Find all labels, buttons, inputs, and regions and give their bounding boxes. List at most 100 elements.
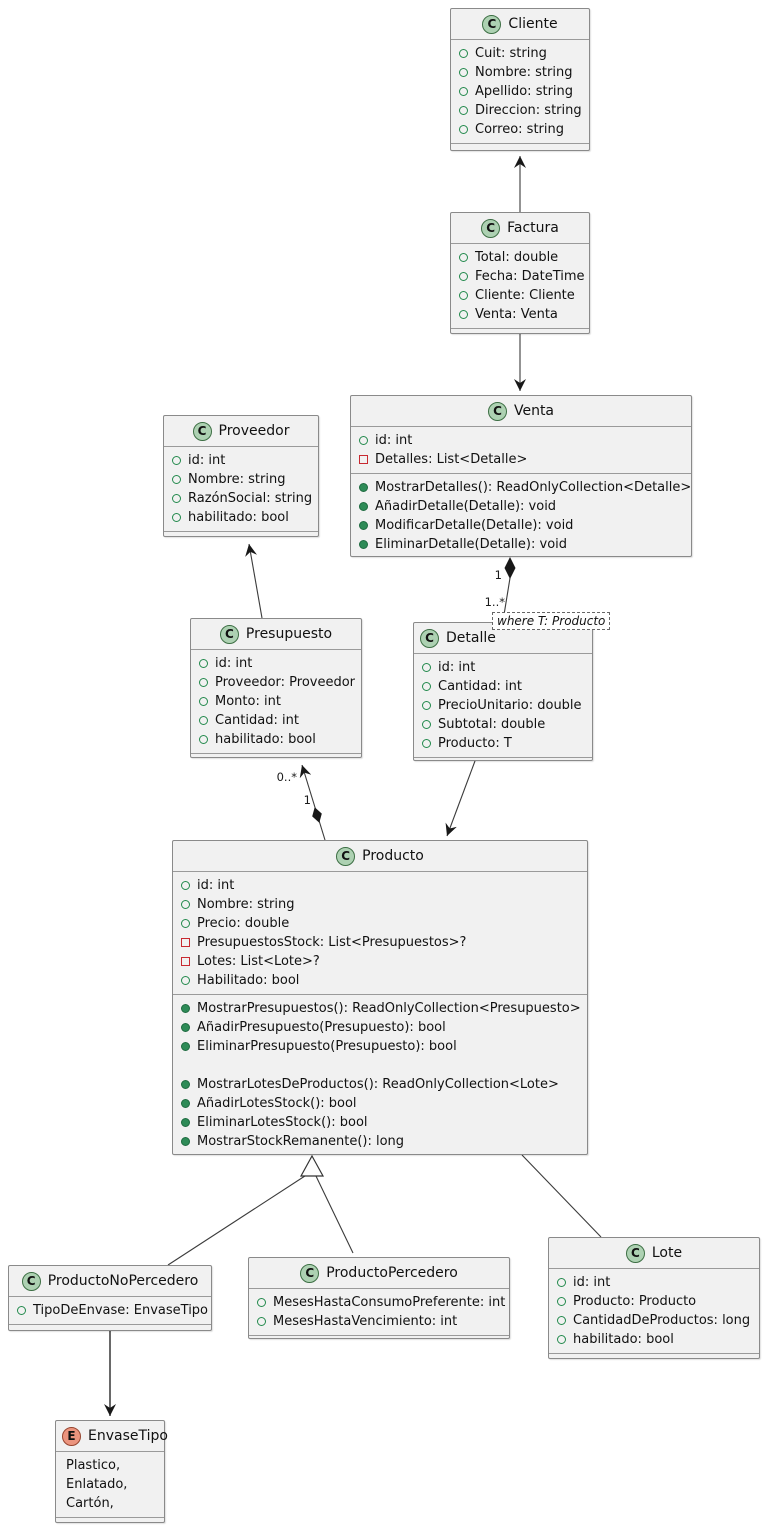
fields-compartment: id: int Nombre: string RazónSocial: stri… [164, 447, 318, 532]
field-public-icon [172, 494, 181, 503]
field-public-icon [422, 701, 431, 710]
class-spot-icon: C [482, 14, 502, 34]
field-text: id: int [197, 878, 235, 893]
field-text: Fecha: DateTime [475, 269, 585, 284]
method-icon [181, 1042, 190, 1051]
field-public-icon [557, 1297, 566, 1306]
field-public-icon [172, 456, 181, 465]
field-text: Direccion: string [475, 103, 582, 118]
class-title: C Proveedor [164, 416, 318, 447]
class-name: Producto [362, 848, 424, 864]
method-text: MostrarPresupuestos(): ReadOnlyCollectio… [197, 1001, 581, 1016]
class-lote: C Lote id: int Producto: Producto Cantid… [548, 1237, 760, 1359]
field-text: Detalles: List<Detalle> [375, 452, 528, 467]
class-title: C Venta [351, 396, 691, 427]
field-text: Correo: string [475, 122, 564, 137]
field-public-icon [199, 659, 208, 668]
field-text: Nombre: string [188, 472, 286, 487]
method-icon [359, 521, 368, 530]
field-private-icon [181, 957, 190, 966]
field-row: TipoDeEnvase: EnvaseTipo [9, 1301, 211, 1320]
field-public-icon [459, 87, 468, 96]
field-public-icon [422, 720, 431, 729]
field-text: Cantidad: int [215, 713, 299, 728]
field-row: Cuit: string [451, 44, 589, 63]
multiplicity-label: 0..* [277, 770, 298, 784]
field-public-icon [199, 716, 208, 725]
field-public-icon [172, 475, 181, 484]
field-row: PresupuestosStock: List<Presupuestos>? [173, 933, 587, 952]
field-row: Precio: double [173, 914, 587, 933]
fields-compartment: id: int Proveedor: Proveedor Monto: int … [191, 650, 361, 754]
field-row: Nombre: string [164, 470, 318, 489]
field-row: PrecioUnitario: double [414, 696, 592, 715]
field-text: TipoDeEnvase: EnvaseTipo [33, 1303, 209, 1318]
method-row: AñadirPresupuesto(Presupuesto): bool [173, 1018, 587, 1037]
class-title: C Detalle [414, 623, 592, 654]
field-text: Precio: double [197, 916, 290, 931]
field-public-icon [422, 682, 431, 691]
generic-constraint-note: where T: Producto [492, 612, 611, 630]
method-text: EliminarPresupuesto(Presupuesto): bool [197, 1039, 457, 1054]
class-name: Venta [513, 403, 555, 419]
class-spot-icon: C [219, 624, 239, 644]
field-text: id: int [573, 1275, 611, 1290]
field-public-icon [17, 1306, 26, 1315]
method-text: AñadirPresupuesto(Presupuesto): bool [197, 1020, 446, 1035]
method-icon [181, 1004, 190, 1013]
class-name: ProductoNoPercedero [47, 1273, 199, 1289]
field-text: MesesHastaConsumoPreferente: int [273, 1295, 506, 1310]
class-spot-icon: C [625, 1243, 645, 1263]
fields-compartment: Cuit: string Nombre: string Apellido: st… [451, 40, 589, 144]
method-icon [181, 1080, 190, 1089]
field-row: Cliente: Cliente [451, 286, 589, 305]
field-public-icon [459, 253, 468, 262]
field-text: Venta: Venta [475, 307, 558, 322]
field-row: Producto: T [414, 734, 592, 753]
class-presupuesto: C Presupuesto id: int Proveedor: Proveed… [190, 618, 362, 758]
class-cliente: C Cliente Cuit: string Nombre: string Ap… [450, 8, 590, 151]
class-spot-icon: C [300, 1263, 320, 1283]
field-text: habilitado: bool [573, 1332, 674, 1347]
field-public-icon [459, 125, 468, 134]
field-text: Apellido: string [475, 84, 574, 99]
method-row: ModificarDetalle(Detalle): void [351, 516, 691, 535]
field-public-icon [359, 436, 368, 445]
class-producto-percedero: C ProductoPercedero MesesHastaConsumoPre… [248, 1257, 510, 1339]
field-text: Cantidad: int [438, 679, 522, 694]
field-text: Producto: Producto [573, 1294, 697, 1309]
field-public-icon [199, 678, 208, 687]
method-row: AñadirDetalle(Detalle): void [351, 497, 691, 516]
field-row: MesesHastaVencimiento: int [249, 1312, 509, 1331]
composition-diamond-venta [504, 557, 516, 579]
field-row: Lotes: List<Lote>? [173, 952, 587, 971]
field-row: Monto: int [191, 692, 361, 711]
method-row: AñadirLotesStock(): bool [173, 1094, 587, 1113]
fields-compartment: Total: double Fecha: DateTime Cliente: C… [451, 244, 589, 329]
field-public-icon [459, 310, 468, 319]
field-public-icon [557, 1335, 566, 1344]
method-icon [181, 1099, 190, 1108]
field-text: RazónSocial: string [188, 491, 313, 506]
field-text: Nombre: string [475, 65, 573, 80]
method-row: MostrarPresupuestos(): ReadOnlyCollectio… [173, 999, 587, 1018]
class-spot-icon: C [336, 846, 356, 866]
fields-compartment: id: int Cantidad: int PrecioUnitario: do… [414, 654, 592, 758]
field-text: Habilitado: bool [197, 973, 300, 988]
field-text: CantidadDeProductos: long [573, 1313, 751, 1328]
field-text: id: int [188, 453, 226, 468]
fields-compartment: MesesHastaConsumoPreferente: int MesesHa… [249, 1289, 509, 1336]
field-row: habilitado: bool [549, 1330, 759, 1349]
edge-producto-lote [521, 1154, 602, 1238]
class-name: ProductoPercedero [326, 1265, 458, 1281]
field-public-icon [172, 513, 181, 522]
method-row: MostrarStockRemanente(): long [173, 1132, 587, 1151]
class-spot-icon: C [487, 401, 507, 421]
field-text: Cliente: Cliente [475, 288, 575, 303]
field-text: PresupuestosStock: List<Presupuestos>? [197, 935, 467, 950]
field-text: Producto: T [438, 736, 512, 751]
field-row: habilitado: bool [191, 730, 361, 749]
class-title: C ProductoNoPercedero [9, 1266, 211, 1297]
method-text: EliminarDetalle(Detalle): void [375, 537, 568, 552]
method-row: EliminarDetalle(Detalle): void [351, 535, 691, 554]
